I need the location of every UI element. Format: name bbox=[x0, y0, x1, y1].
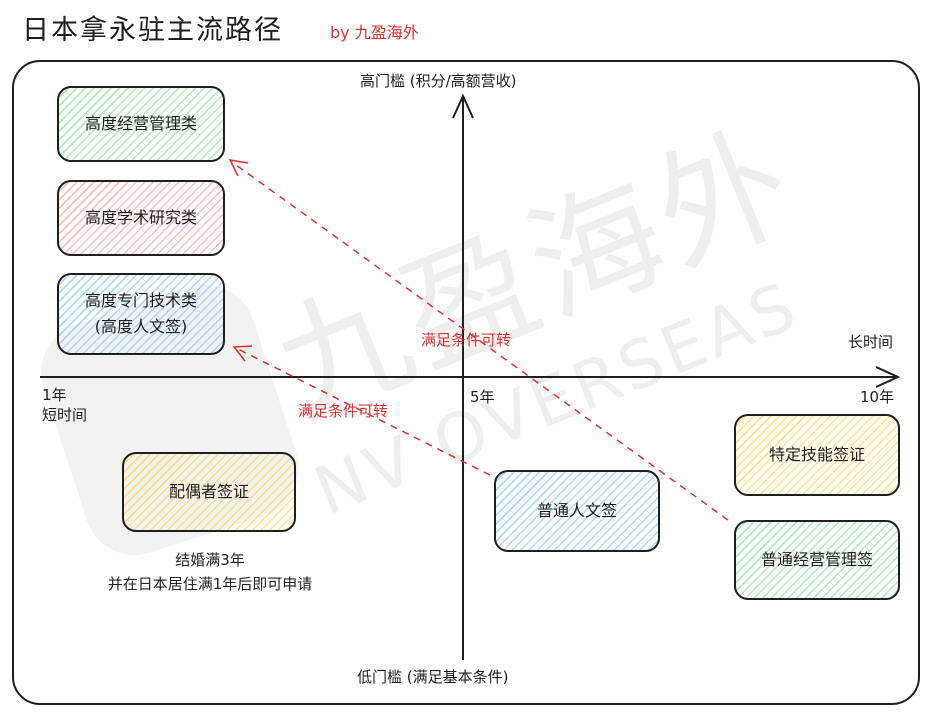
box-business-management-visa-label: 普通经营管理签 bbox=[760, 550, 873, 569]
spouse-note: 结婚满3年 并在日本居住满1年后即可申请 bbox=[60, 548, 360, 596]
box-highly-skilled-management-label: 高度经营管理类 bbox=[84, 114, 197, 133]
box-humanities-visa-label: 普通人文签 bbox=[536, 501, 617, 520]
box-highly-skilled-technical: 高度专门技术类 (高度人文签) bbox=[57, 273, 225, 355]
box-business-management-visa: 普通经营管理签 bbox=[734, 520, 900, 600]
box-humanities-visa: 普通人文签 bbox=[494, 470, 660, 552]
byline: by 九盈海外 bbox=[330, 23, 419, 42]
lower-transfer-arrow bbox=[235, 347, 491, 476]
page-title: 日本拿永驻主流路径 bbox=[22, 15, 283, 46]
box-highly-skilled-academic-label: 高度学术研究类 bbox=[84, 208, 197, 227]
x-axis-start-desc: 短时间 bbox=[42, 406, 88, 424]
box-specified-skilled-visa: 特定技能签证 bbox=[734, 414, 900, 496]
box-highly-skilled-management: 高度经营管理类 bbox=[57, 86, 225, 162]
box-spouse-visa-label: 配偶者签证 bbox=[168, 482, 249, 501]
x-axis-start-year: 1年 bbox=[42, 386, 67, 404]
diagram-frame bbox=[12, 60, 920, 705]
x-axis-arrowhead bbox=[875, 366, 901, 388]
spouse-note-line2: 并在日本居住满1年后即可申请 bbox=[107, 575, 313, 593]
y-axis-arrowhead bbox=[452, 93, 474, 119]
box-specified-skilled-visa-label: 特定技能签证 bbox=[768, 445, 865, 464]
x-axis-end-label: 10年 bbox=[860, 388, 895, 406]
y-axis-bottom-label: 低门槛 (满足基本条件) bbox=[357, 668, 509, 686]
upper-arrow-label: 满足条件可转 bbox=[421, 331, 512, 349]
upper-transfer-arrowhead bbox=[228, 159, 249, 177]
x-axis-right-label: 长时间 bbox=[848, 333, 894, 351]
lower-arrow-label: 满足条件可转 bbox=[298, 402, 389, 420]
x-axis-mid-label: 5年 bbox=[470, 388, 495, 406]
lower-transfer-arrowhead bbox=[232, 345, 253, 362]
upper-transfer-arrow bbox=[231, 161, 729, 521]
y-axis-top-label: 高门槛 (积分/高额营收) bbox=[360, 72, 517, 90]
box-spouse-visa: 配偶者签证 bbox=[122, 452, 296, 532]
spouse-note-line1: 结婚满3年 bbox=[175, 551, 245, 569]
box-highly-skilled-academic: 高度学术研究类 bbox=[57, 180, 225, 256]
box-highly-skilled-technical-line2: (高度人文签) bbox=[94, 317, 188, 336]
box-highly-skilled-technical-line1: 高度专门技术类 bbox=[84, 291, 197, 310]
